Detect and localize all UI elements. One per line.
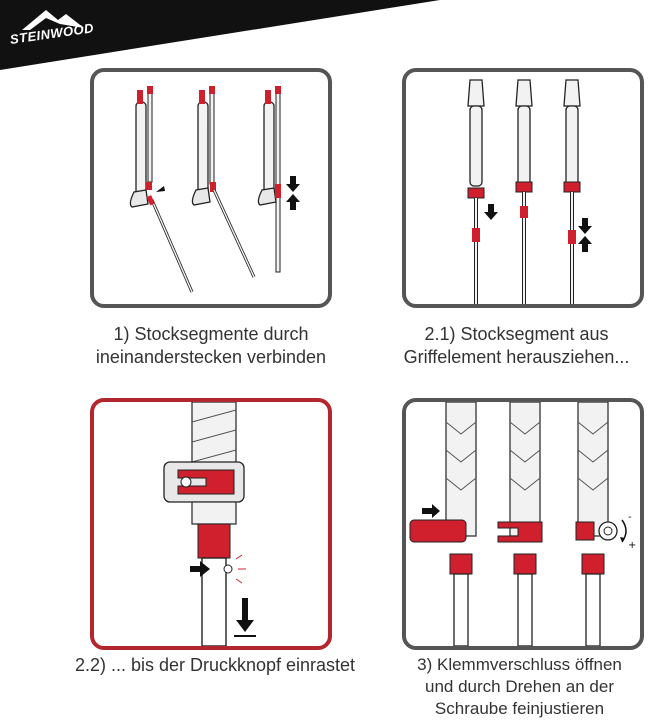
- pole-a: [409, 402, 477, 646]
- pole-3-extend: [563, 79, 592, 304]
- adjust-arrow-icon: [620, 519, 627, 543]
- step-2-1-caption: 2.1) Stocksegment aus Griffelement herau…: [384, 323, 649, 369]
- caption-line: Griffelement herausziehen...: [403, 347, 630, 367]
- caption-line: ineinanderstecken verbinden: [95, 347, 327, 367]
- step-2-1-illustration: [467, 79, 592, 304]
- caption-line: 3) Klemmverschluss öffnen: [417, 655, 622, 674]
- compress-arrows-icon: [286, 176, 300, 210]
- caption-line: 2.1) Stocksegment aus: [424, 324, 609, 344]
- step-3-caption: 3) Klemmverschluss öffnen und durch Dreh…: [390, 654, 649, 720]
- down-arrow-icon: [234, 598, 256, 637]
- caption-line: 1) Stocksegmente durch: [113, 324, 309, 344]
- lower-segment: [201, 557, 227, 646]
- step-2-2-panel: [90, 398, 332, 650]
- caption-line: Schraube feinjustieren: [434, 699, 605, 718]
- pole-1-extend: [467, 79, 498, 304]
- caption-line: 2.2) ... bis der Druckknopf einrastet: [74, 655, 356, 675]
- clamp-lock: [163, 461, 245, 503]
- mountain-logo-icon: [22, 10, 84, 30]
- caption-line: und durch Drehen an der: [424, 677, 615, 696]
- pole-2-extend: [515, 79, 533, 304]
- step-2-2-caption: 2.2) ... bis der Druckknopf einrastet: [50, 654, 380, 677]
- minus-mark: -: [628, 512, 632, 523]
- plus-mark: +: [628, 540, 636, 551]
- pole-b: [497, 402, 543, 646]
- pole-grip-1: [129, 86, 194, 293]
- step-1-caption: 1) Stocksegmente durch ineinanderstecken…: [60, 323, 362, 369]
- step-2-2-illustration: [163, 402, 256, 646]
- step-3-panel: - +: [402, 398, 644, 650]
- pole-grip-3: [257, 86, 300, 273]
- step-3-illustration: - +: [409, 402, 636, 646]
- brand-banner: [0, 0, 440, 70]
- pole-grip-2: [191, 86, 256, 278]
- step-1-illustration: [129, 86, 300, 293]
- step-2-1-panel: [402, 68, 644, 308]
- step-1-panel: [90, 68, 332, 308]
- push-button-arrow-icon: [190, 554, 246, 584]
- pole-c: - +: [575, 402, 636, 646]
